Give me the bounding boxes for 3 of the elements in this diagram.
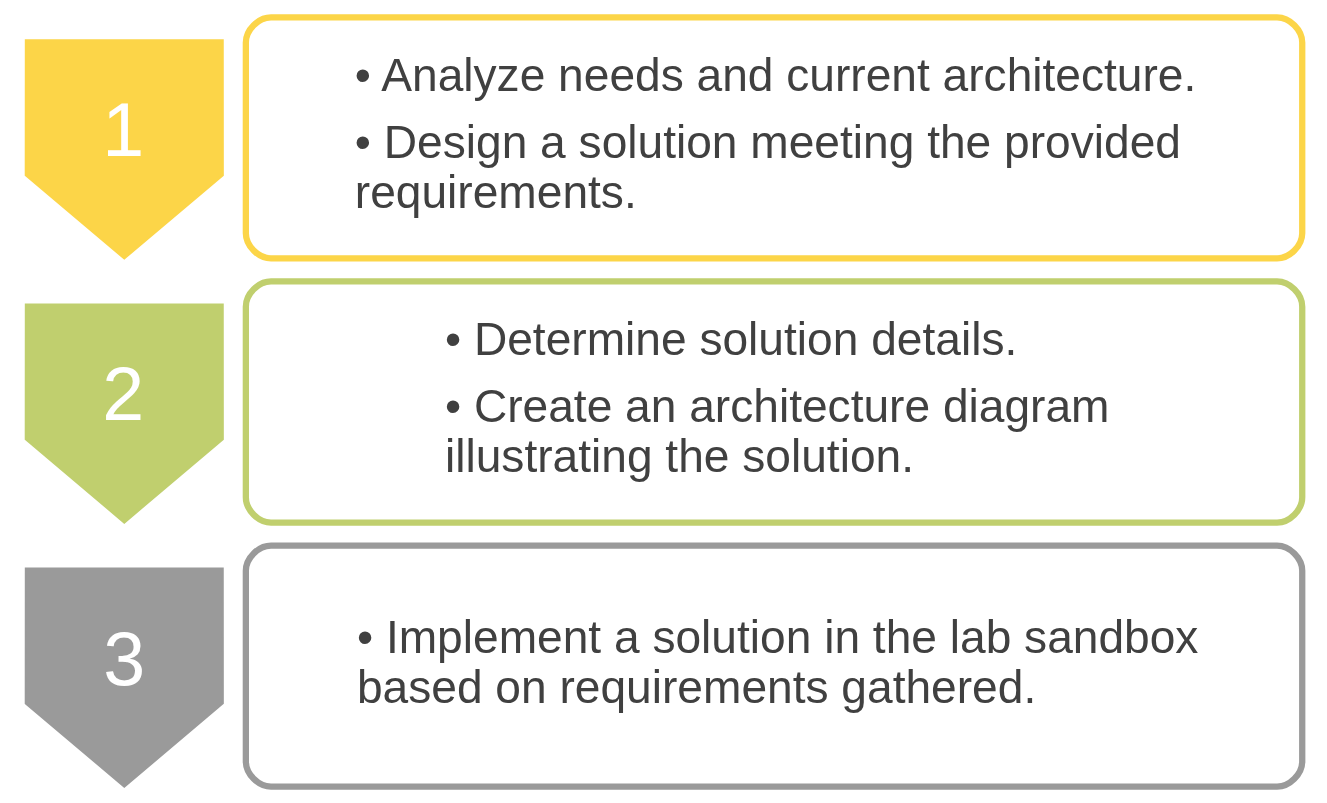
node-box: • Analyze needs and current architecture. • Design a solution meeting the provided requirements.	[242, 13, 1305, 262]
node-box: • Determine solution details. • Create an architecture diagram illustrating the solution.	[242, 277, 1305, 526]
node-box: • Implement a solution in the lab sandbox based on requirements gathered.	[242, 541, 1305, 790]
